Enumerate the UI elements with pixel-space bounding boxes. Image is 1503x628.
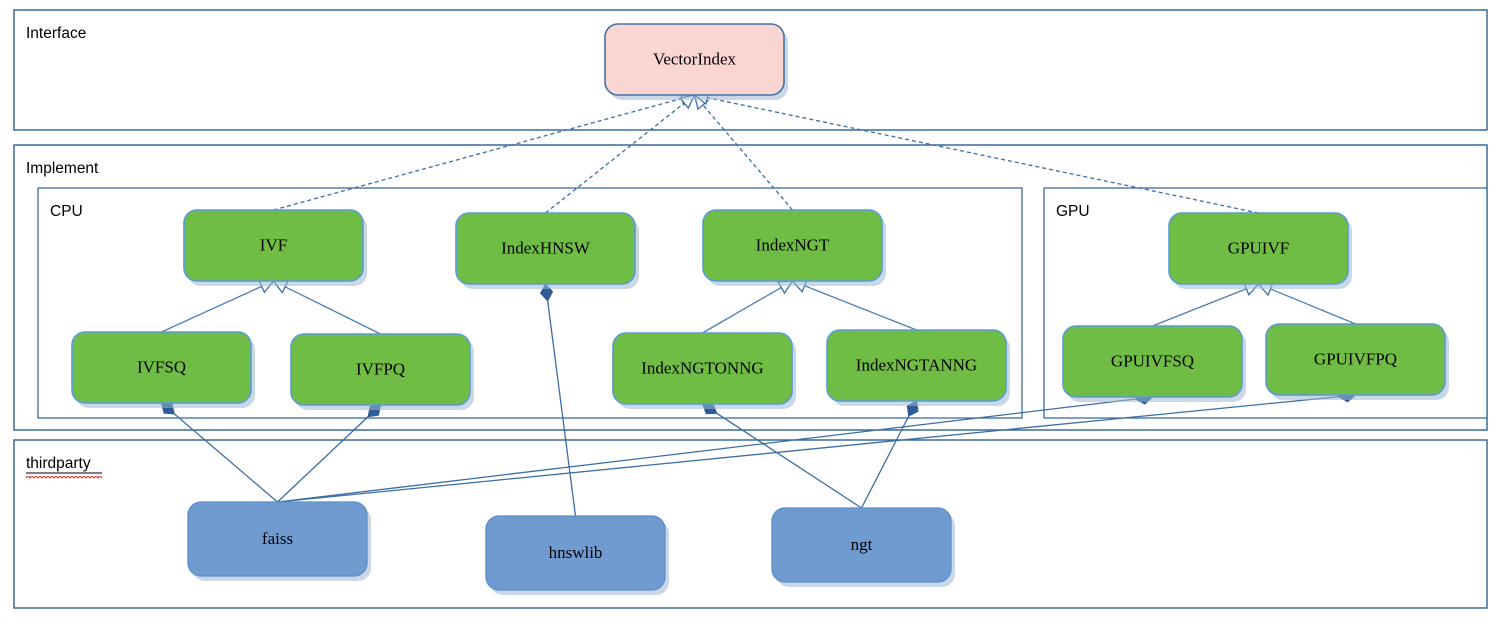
node-label: IVFSQ: [137, 357, 186, 376]
node-indexngt[interactable]: IndexNGT: [702, 209, 886, 286]
node-indexngtanng[interactable]: IndexNGTANNG: [826, 329, 1010, 406]
node-box[interactable]: [485, 515, 666, 591]
node-label: VectorIndex: [653, 49, 737, 68]
node-gpuivfsq[interactable]: GPUIVFSQ: [1062, 325, 1246, 402]
node-label: IndexNGTANNG: [856, 355, 977, 374]
frame-label-thirdparty: thirdparty: [26, 455, 91, 472]
node-label: GPUIVFSQ: [1111, 351, 1194, 370]
node-label: faiss: [262, 529, 293, 548]
node-indexngtonng[interactable]: IndexNGTONNG: [612, 332, 796, 409]
node-label: IndexNGTONNG: [641, 358, 763, 377]
node-label: GPUIVF: [1228, 238, 1289, 257]
frame-label-gpu: GPU: [1056, 203, 1090, 220]
node-label: ngt: [851, 535, 873, 554]
node-box[interactable]: [702, 209, 883, 282]
node-box[interactable]: [183, 209, 364, 282]
frame-label-cpu: CPU: [50, 203, 83, 220]
node-gpuivf[interactable]: GPUIVF: [1168, 212, 1352, 289]
node-box[interactable]: [826, 329, 1007, 402]
node-label: IVFPQ: [356, 359, 405, 378]
node-ngt[interactable]: ngt: [771, 507, 955, 587]
node-ivfsq[interactable]: IVFSQ: [71, 331, 255, 408]
spellcheck-underline: [25, 475, 103, 479]
node-ivfpq[interactable]: IVFPQ: [290, 333, 474, 410]
node-box[interactable]: [1062, 325, 1243, 398]
node-box[interactable]: [1265, 323, 1446, 396]
frame-label-implement: Implement: [26, 160, 99, 177]
node-hnswlib[interactable]: hnswlib: [485, 515, 669, 595]
node-label: IndexHNSW: [501, 238, 591, 257]
node-label: hnswlib: [549, 543, 603, 562]
node-box[interactable]: [1168, 212, 1349, 285]
node-box[interactable]: [290, 333, 471, 406]
frame-label-interface: Interface: [26, 25, 86, 42]
node-label: GPUIVFPQ: [1314, 349, 1397, 368]
node-gpuivfpq[interactable]: GPUIVFPQ: [1265, 323, 1449, 400]
node-box[interactable]: [771, 507, 952, 583]
node-vectorindex[interactable]: VectorIndex: [604, 23, 788, 100]
node-box[interactable]: [187, 501, 368, 577]
node-box[interactable]: [612, 332, 793, 405]
node-box[interactable]: [455, 212, 636, 285]
node-box[interactable]: [71, 331, 252, 404]
node-ivf[interactable]: IVF: [183, 209, 367, 286]
node-label: IndexNGT: [756, 235, 830, 254]
node-indexhnsw[interactable]: IndexHNSW: [455, 212, 639, 289]
node-box[interactable]: [604, 23, 785, 96]
node-faiss[interactable]: faiss: [187, 501, 371, 581]
node-label: IVF: [260, 235, 287, 254]
